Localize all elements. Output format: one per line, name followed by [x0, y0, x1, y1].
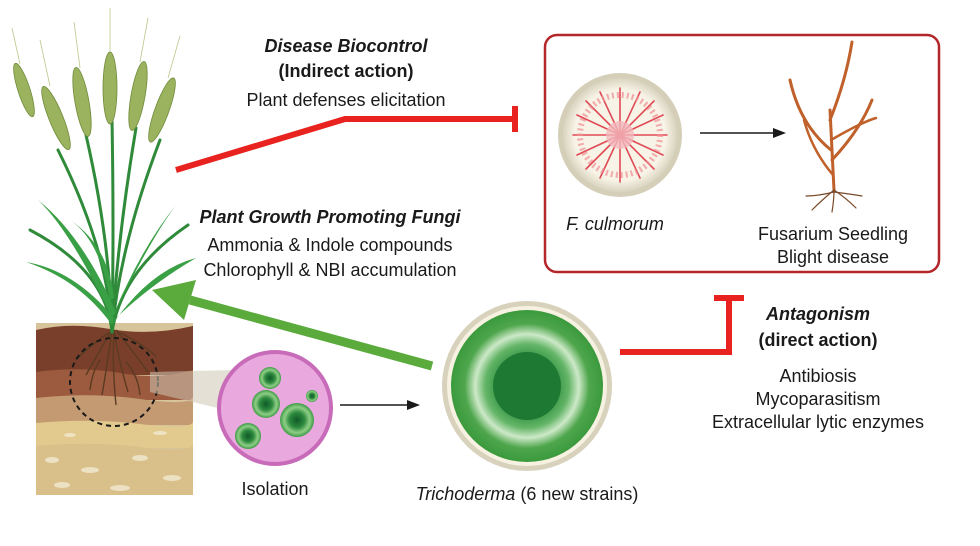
pgpf-title: Plant Growth Promoting Fungi: [200, 207, 462, 227]
antagonism-item-2: Mycoparasitism: [755, 389, 880, 409]
pathogen-name: F. culmorum: [566, 214, 664, 234]
biocontrol-detail: Plant defenses elicitation: [246, 90, 445, 110]
fculmorum-dish: [558, 73, 682, 197]
pgpf-line-2: Chlorophyll & NBI accumulation: [203, 260, 456, 280]
biocontrol-subtitle: (Indirect action): [278, 61, 413, 81]
biocontrol-title: Disease Biocontrol: [264, 36, 428, 56]
isolation-arrow: [340, 400, 420, 410]
growth-promotion-arrow: [152, 280, 434, 371]
trichoderma-suffix: (6 new strains): [515, 484, 638, 504]
biocontrol-inhibition-arrow: [175, 106, 518, 173]
pgpf-line-1: Ammonia & Indole compounds: [207, 235, 452, 255]
isolation-dish: [217, 350, 333, 466]
soil-block: [36, 323, 193, 495]
trichoderma-name: Trichoderma: [416, 484, 516, 504]
plant-roots: [75, 329, 157, 406]
antagonism-item-1: Antibiosis: [779, 366, 856, 386]
disease-line-2: Blight disease: [777, 247, 889, 267]
diseased-seedling: [788, 40, 878, 213]
infection-arrow: [700, 128, 786, 138]
antagonism-item-3: Extracellular lytic enzymes: [712, 412, 924, 432]
zoom-wedge: [150, 370, 235, 412]
trichoderma-dish: [442, 301, 612, 471]
antagonism-inhibition-arrow: [620, 295, 744, 355]
trichoderma-label: Trichoderma (6 new strains): [416, 484, 639, 504]
wheat-plant: [11, 8, 196, 334]
antagonism-title: Antagonism: [765, 304, 870, 324]
disease-line-1: Fusarium Seedling: [758, 224, 908, 244]
antagonism-subtitle: (direct action): [758, 330, 877, 350]
isolation-label: Isolation: [241, 479, 308, 499]
